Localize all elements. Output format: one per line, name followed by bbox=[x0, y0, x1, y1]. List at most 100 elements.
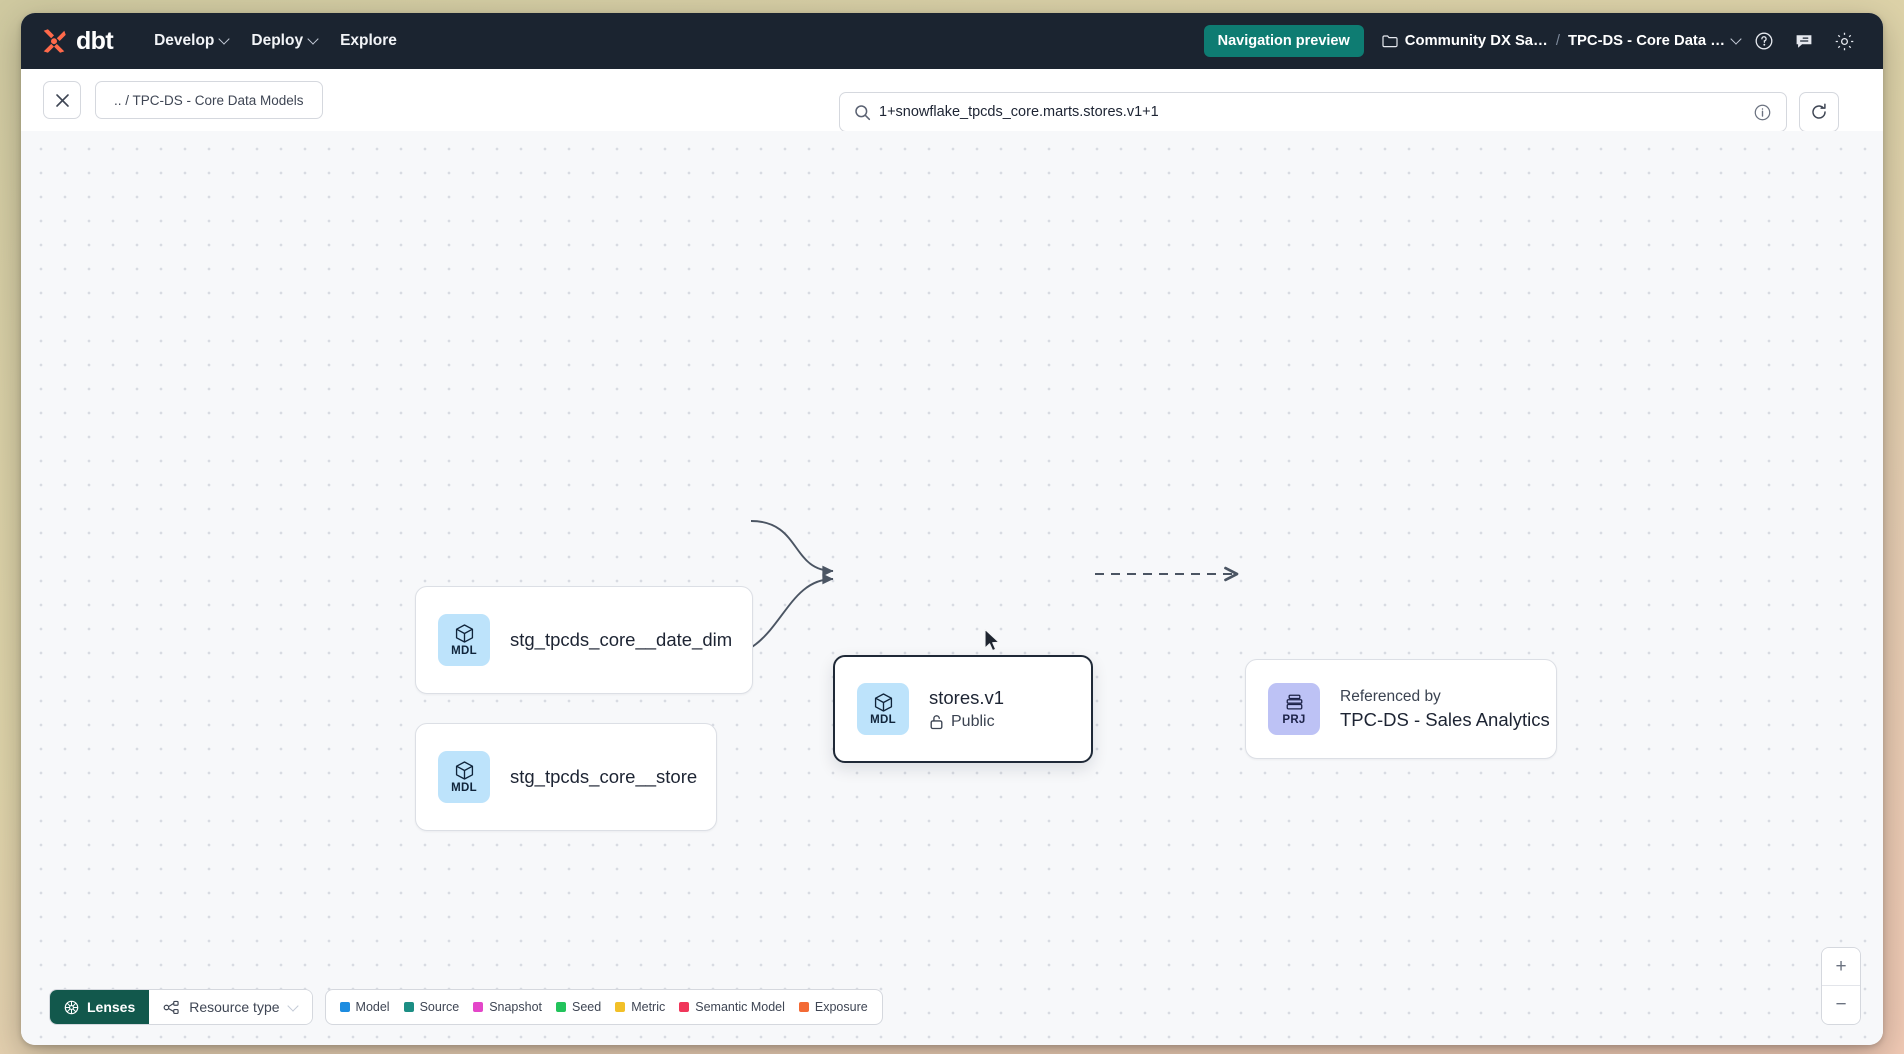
graph-node-stg-tpcds-core-date-dim[interactable]: MDL stg_tpcds_core__date_dim bbox=[415, 586, 753, 694]
resource-type-badge-model: MDL bbox=[438, 614, 490, 666]
lenses-button-label: Lenses bbox=[87, 999, 136, 1015]
legend-label: Semantic Model bbox=[695, 1000, 785, 1014]
breadcrumb-account-label: Community DX Sa… bbox=[1404, 33, 1548, 49]
cube-icon bbox=[874, 693, 892, 712]
node-title: stg_tpcds_core__date_dim bbox=[510, 629, 733, 650]
legend-label: Source bbox=[419, 1000, 460, 1014]
chevron-down-icon bbox=[289, 1002, 298, 1011]
node-access-label: Public bbox=[951, 713, 995, 730]
legend-label: Metric bbox=[631, 1000, 666, 1014]
lenses-button[interactable]: Lenses bbox=[50, 990, 150, 1024]
refresh-icon bbox=[1812, 103, 1826, 119]
breadcrumb-separator: / bbox=[1555, 33, 1560, 49]
legend-swatch bbox=[615, 1002, 626, 1012]
legend-label: Exposure bbox=[814, 1000, 868, 1014]
help-icon[interactable] bbox=[1747, 24, 1781, 58]
lineage-edges bbox=[714, 520, 1239, 659]
legend-label: Model bbox=[355, 1000, 390, 1014]
legend-swatch bbox=[679, 1002, 690, 1012]
nav-item-explore-label: Explore bbox=[340, 32, 397, 49]
feedback-icon[interactable] bbox=[1787, 24, 1821, 58]
chevron-down-icon bbox=[309, 35, 318, 44]
legend-label: Snapshot bbox=[489, 1000, 543, 1014]
node-title: stg_tpcds_core__store bbox=[510, 766, 698, 787]
lineage-canvas[interactable]: MDL stg_tpcds_core__date_dim MDL stg_tpc… bbox=[21, 131, 1883, 1045]
legend-item-source[interactable]: Source bbox=[403, 1000, 460, 1014]
nav-item-explore[interactable]: Explore bbox=[329, 25, 408, 57]
cube-icon bbox=[455, 761, 473, 780]
graph-node-tpcds-sales-analytics[interactable]: PRJ Referenced by TPC-DS - Sales Analyti… bbox=[1245, 659, 1557, 759]
legend-swatch bbox=[339, 1002, 350, 1012]
navigation-preview-badge[interactable]: Navigation preview bbox=[1203, 25, 1364, 57]
node-kicker: Referenced by bbox=[1340, 687, 1441, 705]
unlock-icon bbox=[930, 715, 943, 730]
nav-item-deploy-label: Deploy bbox=[251, 32, 304, 49]
help-icon-glyph bbox=[1755, 32, 1773, 50]
resource-type-badge-project: PRJ bbox=[1268, 683, 1320, 735]
breadcrumb-project[interactable]: TPC-DS - Core Data … bbox=[1568, 33, 1741, 49]
node-text: stores.v1 Public bbox=[929, 687, 1004, 731]
lineage-toolbar: .. / TPC-DS - Core Data Models bbox=[21, 69, 1883, 131]
resource-type-badge-model: MDL bbox=[857, 683, 909, 735]
dbt-logo[interactable]: dbt bbox=[39, 26, 114, 56]
node-text: stg_tpcds_core__store bbox=[510, 766, 698, 788]
dbt-logo-text: dbt bbox=[76, 26, 114, 55]
legend-item-model[interactable]: Model bbox=[339, 1000, 390, 1014]
legend-item-semantic-model[interactable]: Semantic Model bbox=[679, 1000, 785, 1014]
project-breadcrumb-pill[interactable]: .. / TPC-DS - Core Data Models bbox=[95, 81, 323, 119]
graph-node-stg-tpcds-core-store[interactable]: MDL stg_tpcds_core__store bbox=[415, 723, 717, 831]
node-text: Referenced by TPC-DS - Sales Analytics bbox=[1340, 687, 1550, 731]
node-text: stg_tpcds_core__date_dim bbox=[510, 629, 733, 651]
legend-swatch bbox=[403, 1002, 414, 1012]
gear-icon[interactable] bbox=[1827, 24, 1861, 58]
legend-item-exposure[interactable]: Exposure bbox=[798, 1000, 868, 1014]
node-title: stores.v1 bbox=[929, 687, 1005, 708]
legend-swatch bbox=[556, 1002, 567, 1012]
search-icon bbox=[855, 104, 871, 120]
feedback-icon-glyph bbox=[1796, 35, 1812, 48]
node-title: TPC-DS - Sales Analytics bbox=[1340, 708, 1550, 730]
legend-swatch bbox=[473, 1002, 484, 1012]
folder-icon bbox=[1382, 34, 1398, 47]
nav-item-deploy[interactable]: Deploy bbox=[240, 25, 329, 57]
top-navigation-bar: dbt Develop Deploy Explore Navigation pr… bbox=[21, 13, 1883, 69]
lenses-icon bbox=[64, 1000, 79, 1014]
chevron-down-icon bbox=[1732, 35, 1741, 44]
resource-type-label: MDL bbox=[451, 782, 477, 794]
legend-item-seed[interactable]: Seed bbox=[556, 1000, 601, 1014]
resource-type-label: PRJ bbox=[1282, 714, 1306, 726]
nav-item-develop[interactable]: Develop bbox=[143, 25, 240, 57]
lens-button-group: Lenses Resource type bbox=[49, 989, 313, 1025]
resource-type-label: MDL bbox=[451, 645, 477, 657]
app-window: dbt Develop Deploy Explore Navigation pr… bbox=[21, 13, 1883, 1045]
resource-type-label: MDL bbox=[870, 714, 896, 726]
zoom-in-button[interactable]: + bbox=[1822, 948, 1860, 986]
edge-date-dim-to-stores bbox=[750, 520, 834, 577]
search-input[interactable] bbox=[871, 104, 1753, 120]
zoom-controls: + − bbox=[1821, 947, 1861, 1025]
chevron-down-icon bbox=[220, 35, 229, 44]
cube-icon bbox=[455, 624, 473, 643]
canvas-bottom-bar: Lenses Resource type Model bbox=[49, 989, 883, 1025]
breadcrumb: Community DX Sa… / TPC-DS - Core Data … bbox=[1382, 33, 1741, 49]
close-icon bbox=[55, 93, 69, 107]
gear-icon-glyph bbox=[1835, 32, 1853, 50]
breadcrumb-account[interactable]: Community DX Sa… bbox=[1382, 33, 1548, 49]
dbt-logo-icon bbox=[43, 29, 66, 53]
legend-item-metric[interactable]: Metric bbox=[615, 1000, 665, 1014]
resource-type-icon bbox=[163, 1000, 179, 1014]
legend-swatch bbox=[798, 1002, 809, 1012]
resource-type-badge-model: MDL bbox=[438, 751, 490, 803]
resource-type-legend: Model Source Snapshot Seed Metric bbox=[324, 989, 883, 1025]
graph-node-stores-v1[interactable]: MDL stores.v1 Public bbox=[833, 655, 1093, 763]
legend-label: Seed bbox=[572, 1000, 602, 1014]
nav-item-develop-label: Develop bbox=[154, 32, 215, 49]
zoom-out-button[interactable]: − bbox=[1822, 986, 1860, 1024]
resource-type-dropdown[interactable]: Resource type bbox=[149, 990, 312, 1024]
breadcrumb-project-label: TPC-DS - Core Data … bbox=[1567, 33, 1725, 49]
node-access: Public bbox=[929, 713, 1004, 731]
project-stack-icon bbox=[1286, 694, 1302, 710]
legend-item-snapshot[interactable]: Snapshot bbox=[473, 1000, 542, 1014]
info-icon[interactable] bbox=[1753, 103, 1772, 122]
close-button[interactable] bbox=[43, 81, 81, 119]
